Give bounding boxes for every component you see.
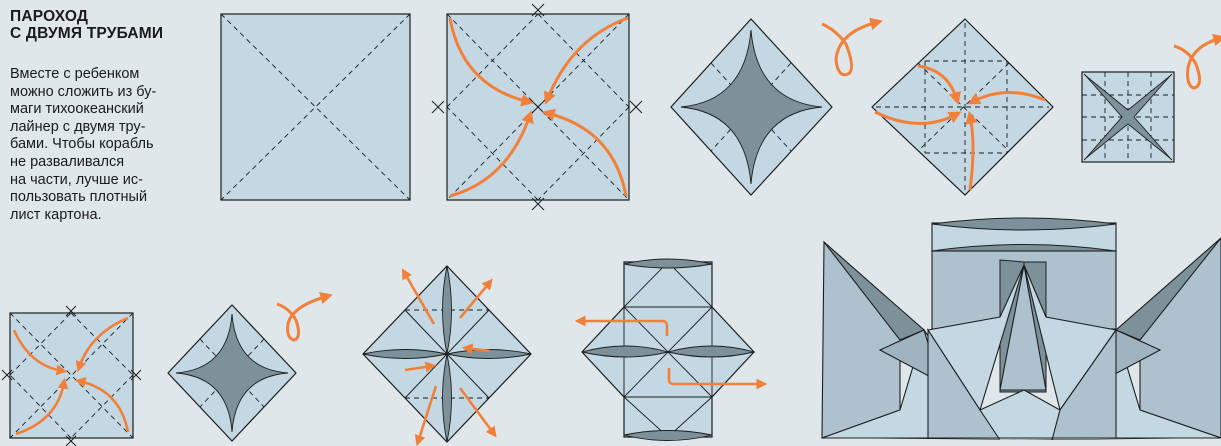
fold-arrow — [401, 268, 436, 325]
article-body: Вместе с ребенком можно сложить из бу- м… — [10, 66, 210, 224]
fold-arrow — [414, 385, 438, 446]
step-3-diamond — [670, 18, 833, 196]
fold-arrow — [74, 377, 130, 433]
fold-arrow — [458, 387, 497, 438]
title-line-1: ПАРОХОД — [10, 8, 89, 25]
fold-arrow — [461, 343, 491, 355]
body-line: пользовать плотный — [10, 189, 148, 206]
article-title: ПАРОХОД С ДВУМЯ ТРУБАМИ — [10, 8, 205, 42]
fold-arrow — [542, 108, 628, 197]
fold-arrow — [12, 329, 68, 376]
step-9-shape — [574, 258, 768, 441]
flip-icon — [276, 291, 333, 342]
step-2-square — [431, 3, 643, 211]
fold-arrow — [967, 90, 1046, 105]
step-5-square — [1081, 71, 1175, 163]
body-line: можно сложить из бу- — [10, 83, 157, 100]
fold-arrow — [874, 110, 962, 125]
fold-arrow — [404, 361, 437, 373]
flip-icon — [1173, 33, 1221, 90]
step-1-square — [220, 13, 411, 201]
body-line: маги тихоокеанский — [10, 101, 144, 118]
body-line: на части, лучше ис- — [10, 171, 143, 188]
body-line: бами. Чтобы корабль — [10, 136, 154, 153]
body-line: лайнер с двумя тру- — [10, 118, 146, 135]
fold-arrow — [75, 316, 129, 373]
step-8-diamond — [362, 265, 532, 446]
fold-arrow — [543, 16, 629, 105]
fold-arrow — [965, 111, 978, 191]
fold-arrow — [15, 377, 69, 436]
flip-icon — [821, 17, 883, 77]
final-steamship — [821, 217, 1221, 446]
pull-arrow — [667, 368, 768, 390]
step-4-diamond — [871, 18, 1054, 196]
body-line: лист картона. — [10, 206, 102, 223]
body-line: Вместе с ребенком — [10, 66, 140, 82]
fold-arrow — [917, 64, 961, 105]
title-line-2: С ДВУМЯ ТРУБАМИ — [10, 25, 164, 42]
pull-arrow — [574, 315, 669, 336]
step-6-square — [1, 305, 142, 446]
fold-arrow — [448, 17, 534, 107]
step-7-diamond — [167, 304, 297, 442]
body-line: не разваливался — [10, 153, 125, 170]
fold-arrow — [449, 110, 534, 198]
fold-arrow — [459, 278, 493, 319]
